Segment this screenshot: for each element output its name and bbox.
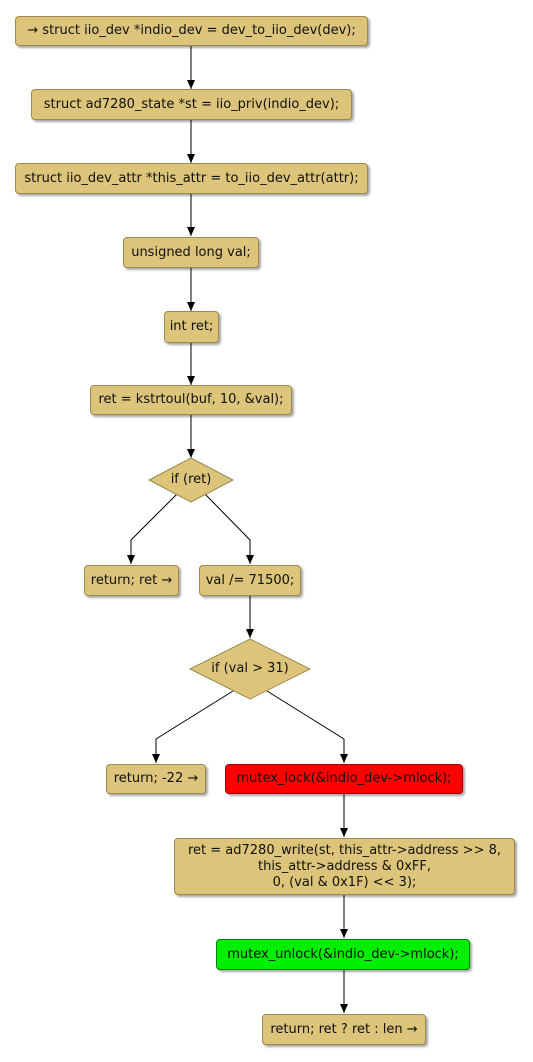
node-return-ret-or-len: return; ret ? ret : len → xyxy=(262,1014,426,1045)
node-val-divide: val /= 71500; xyxy=(199,565,301,596)
node-return-minus-22: return; -22 → xyxy=(106,764,206,794)
node-ad7280-write: ret = ad7280_write(st, this_attr->addres… xyxy=(174,838,515,895)
decision-if-val-gt-31-label: if (val > 31) xyxy=(211,661,289,676)
node-get-this-attr: struct iio_dev_attr *this_attr = to_iio_… xyxy=(15,163,368,194)
edge-d1-n8 xyxy=(204,493,254,564)
node-declare-ret: int ret; xyxy=(164,311,219,343)
node-get-state: struct ad7280_state *st = iio_priv(indio… xyxy=(31,89,352,120)
edge-d2-n9 xyxy=(152,690,234,763)
edge-d2-n10 xyxy=(266,690,348,763)
node-declare-val: unsigned long val; xyxy=(123,237,259,268)
decision-if-val-gt-31-shape xyxy=(188,638,312,700)
decision-if-ret-label: if (ret) xyxy=(170,472,212,487)
node-mutex-unlock: mutex_unlock(&indio_dev->mlock); xyxy=(216,939,470,970)
node-kstrtoul: ret = kstrtoul(buf, 10, &val); xyxy=(90,385,292,415)
node-mutex-lock: mutex_lock(&indio_dev->mlock); xyxy=(225,764,463,794)
node-get-indio-dev: → struct iio_dev *indio_dev = dev_to_iio… xyxy=(15,16,368,46)
decision-if-ret-shape xyxy=(147,457,235,503)
edge-d1-n7 xyxy=(127,493,178,564)
node-return-ret: return; ret → xyxy=(84,565,179,596)
